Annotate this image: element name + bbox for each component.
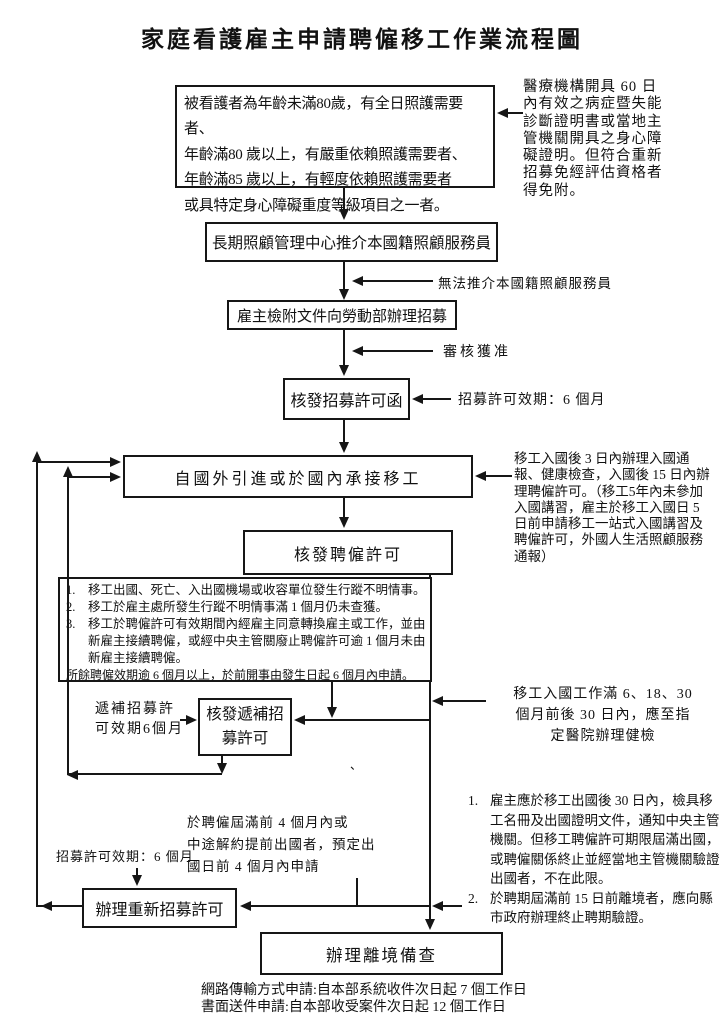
note-departure-rules: 1. 雇主應於移工出國後 30 日內，檢具移工名冊及出國證明文件，通知中央主管機…	[468, 791, 722, 928]
condition-text: 移工於聘僱許可有效期間內經雇主同意轉換雇主或工作，並由新雇主接續聘僱，或經中央主…	[88, 617, 426, 665]
arrow-ltc-to-apply	[339, 289, 349, 300]
flow-box-recruit-permit: 核發招募許可函	[283, 378, 410, 420]
connector-medical-note	[506, 112, 523, 114]
departure-note-number: 1.	[468, 793, 479, 808]
label-approved: 審核獲准	[443, 345, 511, 360]
condition-footer: 所餘聘僱效期逾 6 個月以上，於前開事由發生日起 6 個月內申請。	[66, 668, 415, 682]
arrow-into-departure-record	[425, 919, 435, 930]
label-four-months: 於聘僱屆滿前 4 個月內或 中途解約提前出國者，預定出 國日前 4 個月內申請	[187, 815, 376, 874]
arrow-approved	[352, 346, 363, 356]
condition-item: 1. 移工出國、死亡、入出國機場或收容單位發生行蹤不明情事。	[66, 582, 428, 599]
condition-number: 1.	[66, 583, 76, 597]
condition-item: 3. 移工於聘僱許可有效期間內經雇主同意轉換雇主或工作，並由新雇主接續聘僱，或經…	[66, 616, 428, 667]
note-health-check: 移工入國工作滿 6、18、30 個月前後 30 日內，應至指 定醫院辦理健檢	[513, 687, 693, 744]
arrow-permit-to-introduce	[339, 442, 349, 453]
flow-box-renew-recruit: 辦理重新招募許可	[82, 888, 237, 928]
arrow-renew-validity	[132, 875, 142, 886]
connector-conditions-to-branch	[331, 682, 333, 710]
condition-text: 移工出國、死亡、入出國機場或收容單位發生行蹤不明情事。	[88, 583, 426, 597]
connector-permit-to-introduce	[343, 420, 345, 449]
condition-number: 2.	[66, 600, 76, 614]
label-replacement-validity: 遞補招募許 可效期6個月	[95, 702, 184, 737]
connector-outer-loop-top	[36, 461, 111, 463]
connector-outer-loop-rail	[36, 462, 38, 907]
note-medical-certificate: 醫療機構開具 60 日 內有效之病症暨失能 診斷證明書或當地主 管機關開具之身心…	[523, 79, 663, 199]
connector-ltc-to-apply	[343, 262, 345, 296]
label-cannot-refer: 無法推介本國籍照顧服務員	[438, 276, 612, 291]
connector-rail-to-replacement	[296, 719, 430, 721]
connector-approved	[361, 350, 433, 352]
flow-box-introduce-worker: 自國外引進或於國內承接移工	[123, 455, 473, 498]
connector-inner-loop-rail	[67, 477, 69, 775]
arrow-rail-to-renew	[240, 901, 251, 911]
connector-cannot-refer	[361, 280, 433, 282]
connector-replacement-validity	[180, 719, 189, 721]
condition-item: 2. 移工於雇主處所發生行蹤不明情事滿 1 個月仍未查獲。	[66, 599, 428, 616]
condition-text: 移工於雇主處所發生行蹤不明情事滿 1 個月仍未查獲。	[88, 600, 389, 614]
page-title: 家庭看護雇主申請聘僱移工作業流程圖	[141, 27, 583, 52]
arrow-outer-loop-up	[32, 451, 42, 462]
connector-entry-note	[484, 475, 512, 477]
processing-time-online: 網路傳輸方式申請:自本部系統收件次日起 7 個工作日	[201, 983, 527, 998]
connector-apply-to-permit	[343, 330, 345, 372]
connector-renew-validity	[136, 868, 138, 880]
departure-note-text: 雇主應於移工出國後 30 日內，檢具移工名冊及出國證明文件，通知中央主管機關。但…	[490, 793, 720, 886]
arrow-introduce-to-employ	[339, 517, 349, 528]
arrow-conditions-to-branch	[327, 707, 337, 718]
connector-inner-loop-top	[67, 476, 111, 478]
arrow-departure-note	[432, 901, 443, 911]
departure-note-number: 2.	[468, 890, 479, 906]
departure-note-item: 1. 雇主應於移工出國後 30 日內，檢具移工名冊及出國證明文件，通知中央主管機…	[468, 791, 722, 889]
connector-introduce-to-employ	[343, 498, 345, 525]
processing-time-paper: 書面送件申請:自本部收受案件次日起 12 個工作日	[201, 999, 506, 1015]
arrow-apply-to-permit	[339, 365, 349, 376]
arrow-inner-loop-bottom	[67, 770, 78, 780]
stray-mark: 、	[350, 758, 363, 772]
connector-recruit-validity	[421, 398, 451, 400]
connector-inner-loop-bottom	[69, 773, 222, 775]
connector-departure-note	[440, 905, 462, 907]
connector-care-to-ltc	[343, 188, 345, 214]
departure-note-item: 2. 於聘期屆滿前 15 日前離境者，應向縣市政府辦理終止聘期驗證。	[468, 889, 722, 928]
replacement-conditions-box: 1. 移工出國、死亡、入出國機場或收容單位發生行蹤不明情事。 2. 移工於雇主處…	[58, 577, 432, 682]
flow-box-employer-apply: 雇主檢附文件向勞動部辦理招募	[227, 300, 457, 330]
label-renew-validity: 招募許可效期：6 個月	[56, 849, 194, 864]
arrow-care-to-ltc	[339, 209, 349, 220]
connector-rail-to-renew	[242, 905, 430, 907]
arrow-inner-loop-into-introduce	[110, 472, 121, 482]
arrow-inner-loop-up	[63, 466, 73, 477]
arrow-rail-to-replacement	[294, 715, 305, 725]
label-recruit-validity: 招募許可效期：6 個月	[458, 393, 606, 408]
arrow-entry-note	[475, 471, 486, 481]
arrow-health-note	[432, 696, 443, 706]
connector-outer-loop-bottom	[38, 905, 82, 907]
arrow-cannot-refer	[352, 276, 363, 286]
connector-health-note	[441, 700, 486, 702]
departure-note-text: 於聘期屆滿前 15 日前離境者，應向縣市政府辦理終止聘期驗證。	[490, 890, 713, 926]
arrow-replacement-validity	[186, 715, 197, 725]
flow-box-departure-record: 辦理離境備查	[260, 932, 503, 975]
flow-box-replacement-permit: 核發遞補招 募許可	[198, 698, 292, 756]
flow-box-employ-permit: 核發聘僱許可	[243, 530, 453, 575]
arrow-medical-note	[497, 108, 508, 118]
connector-main-rail	[429, 575, 431, 922]
processing-time-note: 網路傳輸方式申請:自本部系統收件次日起 7 個工作日 書面送件申請:自本部收受案…	[201, 983, 561, 1016]
connector-four-months	[356, 878, 358, 907]
flow-box-care-recipient: 被看護者為年齡未滿80歲，有全日照護需要者、 年齡滿80 歲以上，有嚴重依賴照護…	[175, 85, 495, 214]
condition-number: 3.	[66, 617, 76, 631]
note-entry-procedures: 移工入國後 3 日內辦理入國通 報、健康檢查，入國後 15 日內辦 理聘僱許可。…	[514, 451, 710, 564]
arrow-replacement-exit	[217, 763, 227, 774]
arrow-outer-loop-into-introduce	[110, 457, 121, 467]
arrow-recruit-validity	[412, 394, 423, 404]
arrow-outer-loop-bottom	[41, 901, 52, 911]
flow-box-ltc-center: 長期照顧管理中心推介本國籍照顧服務員	[205, 222, 498, 262]
